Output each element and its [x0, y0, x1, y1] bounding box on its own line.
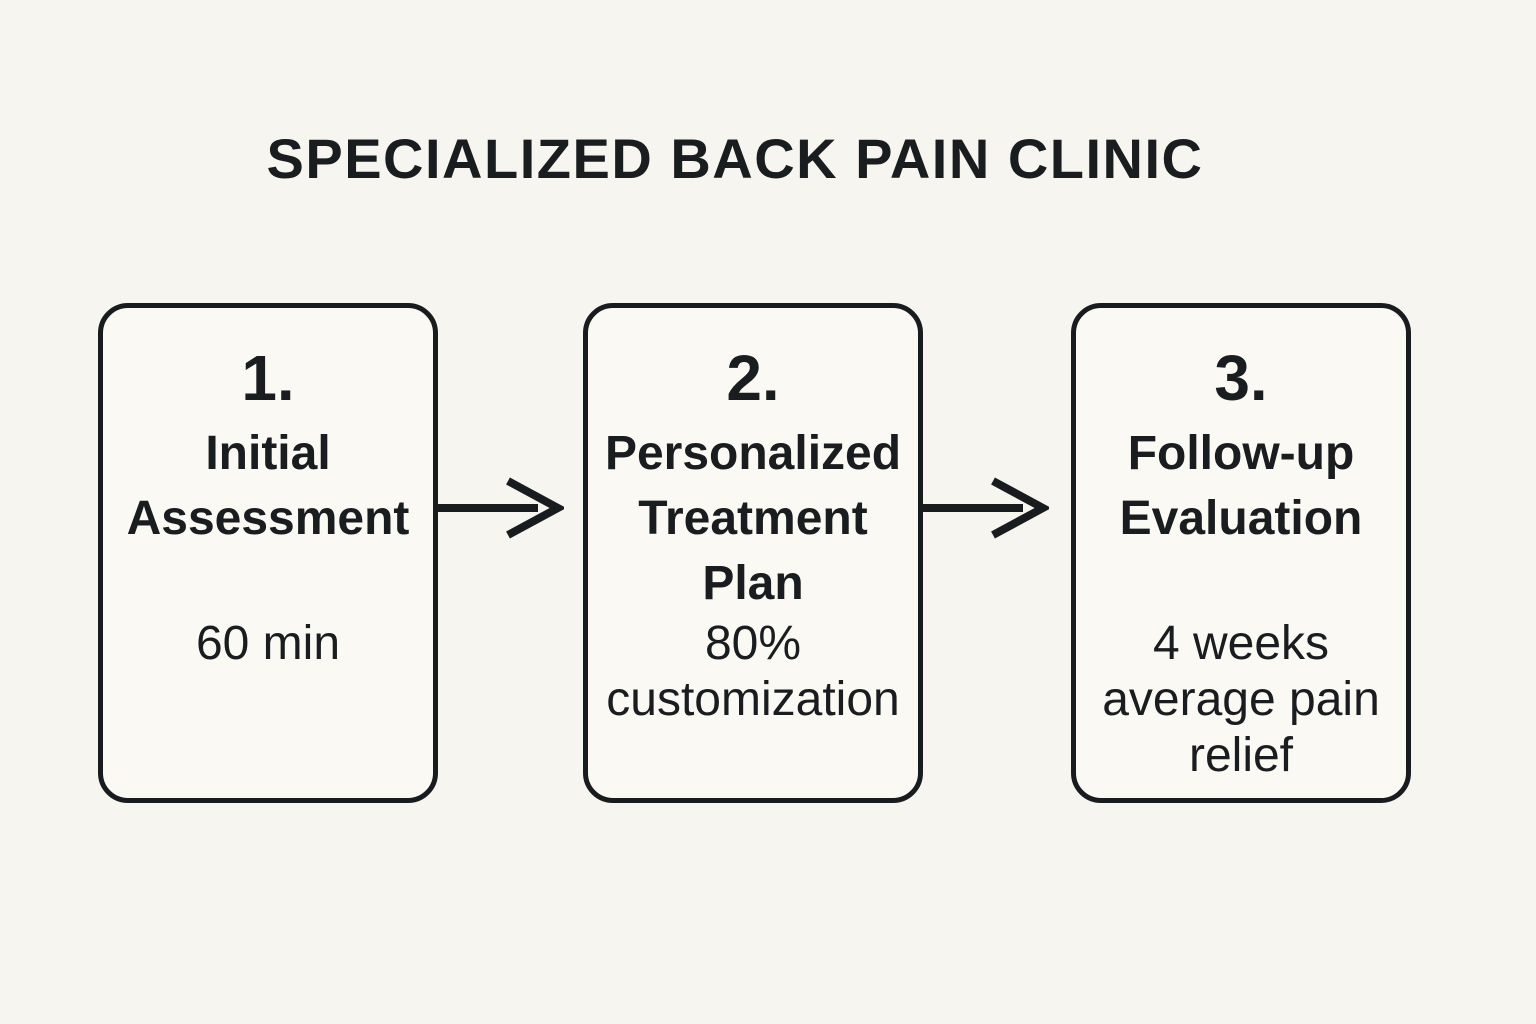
- arrow-right-icon: [923, 477, 1049, 539]
- step-detail: 60 min: [195, 617, 341, 670]
- step-number: 3.: [1214, 342, 1268, 414]
- step-detail: 4 weeks average pain relief: [1102, 617, 1380, 782]
- process-flow: 1. Initial Assessment 60 min 2. Personal…: [98, 303, 1536, 803]
- step-card-initial-assessment: 1. Initial Assessment 60 min: [98, 303, 438, 803]
- arrow-right-icon: [438, 477, 564, 539]
- step-detail: 80% customization: [606, 617, 900, 726]
- step-number: 2.: [726, 342, 780, 414]
- flow-connector: [438, 303, 583, 540]
- step-number: 1.: [241, 342, 295, 414]
- step-title: Personalized Treatment Plan: [604, 427, 902, 610]
- step-title: Follow-up Evaluation: [1119, 427, 1363, 545]
- flow-connector: [923, 303, 1071, 540]
- page-title: SPECIALIZED BACK PAIN CLINIC: [266, 127, 1204, 190]
- step-card-follow-up-evaluation: 3. Follow-up Evaluation 4 weeks average …: [1071, 303, 1411, 803]
- step-card-personalized-treatment-plan: 2. Personalized Treatment Plan 80% custo…: [583, 303, 923, 803]
- step-title: Initial Assessment: [126, 427, 410, 545]
